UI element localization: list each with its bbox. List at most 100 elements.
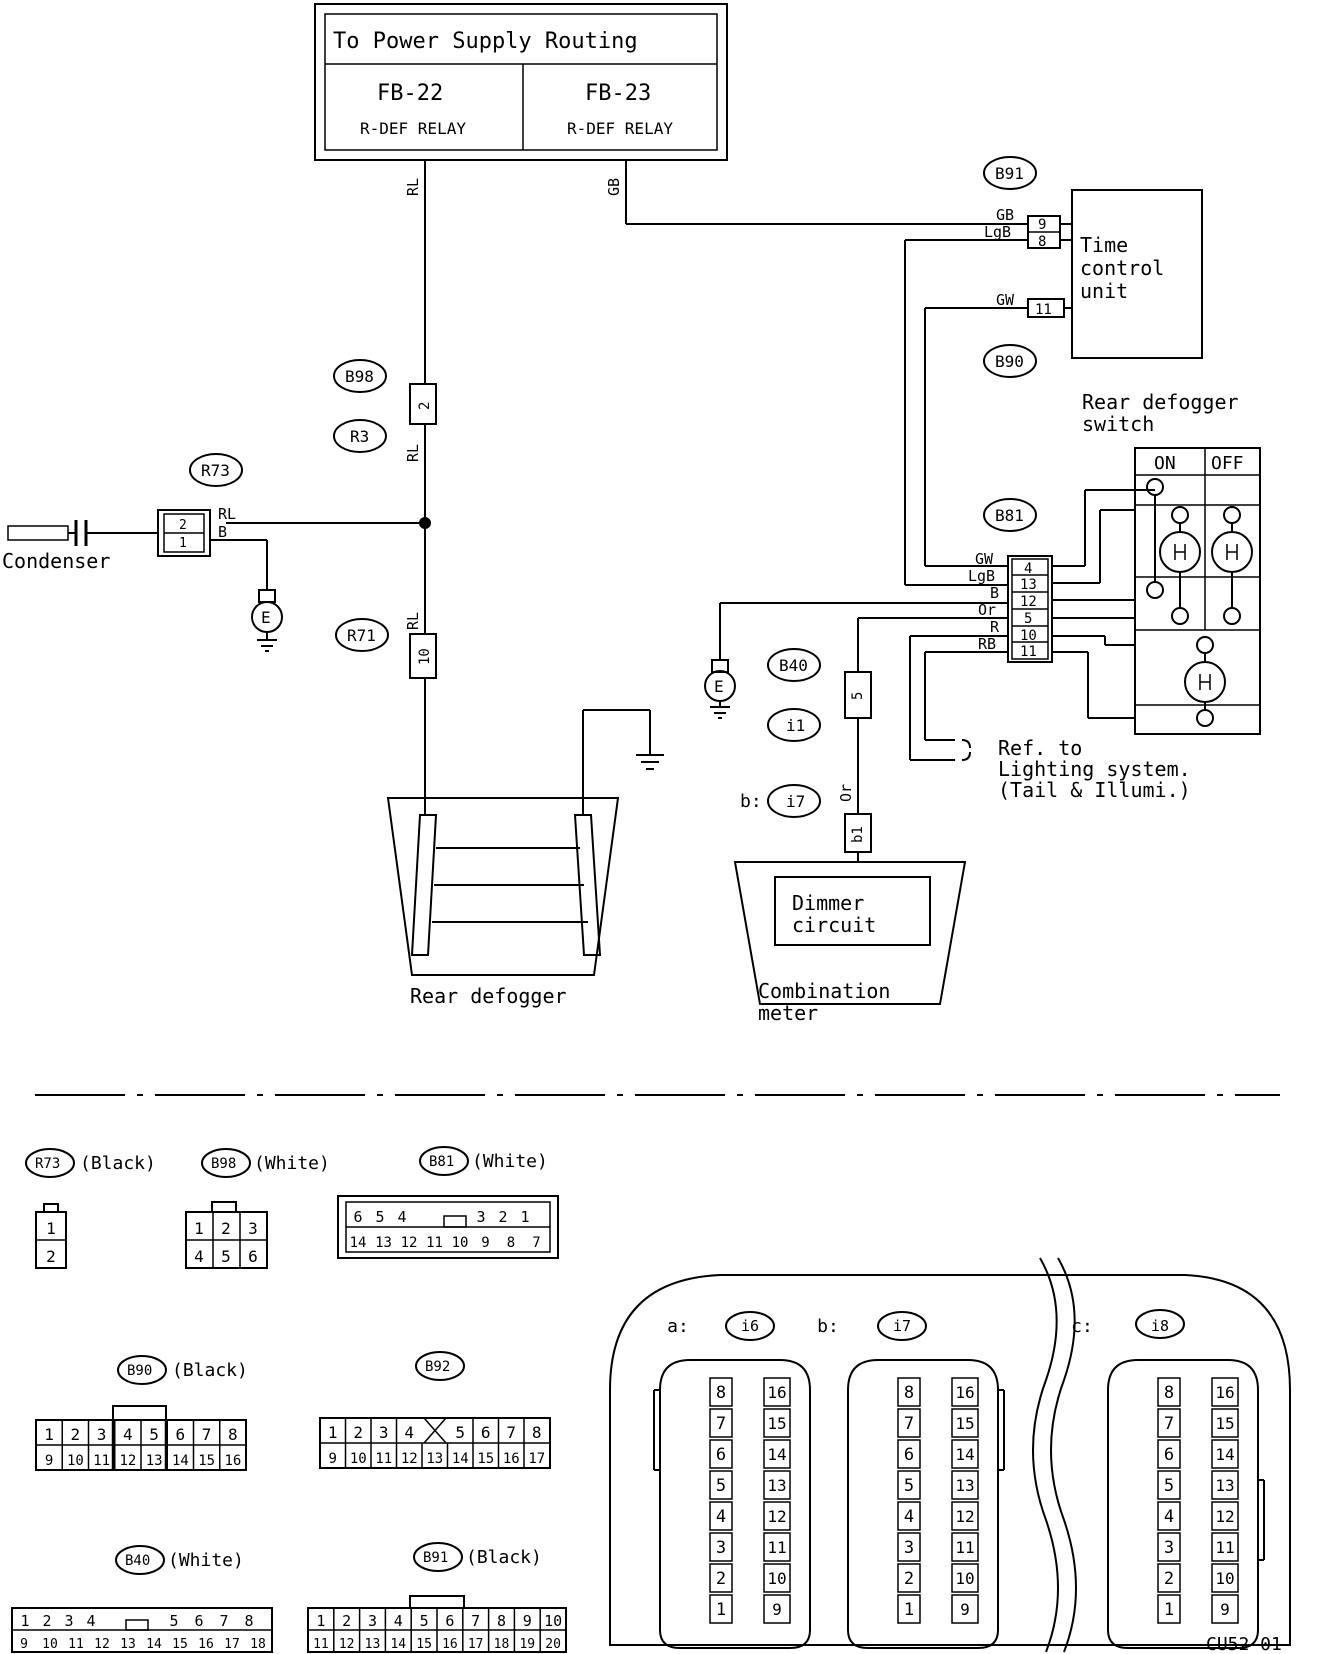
legend-i-cell: [951, 1532, 979, 1562]
code-i7-prefix: b:: [740, 791, 762, 812]
combination-meter-label-2: meter: [758, 1001, 818, 1025]
b81-connector: [1007, 555, 1053, 663]
wire-lgb-b91: LgB: [984, 223, 1011, 241]
legend-b90-pin-10: 10: [67, 1453, 84, 1469]
b81-pin-10: 10: [1020, 628, 1037, 644]
condenser-label: Condenser: [2, 549, 110, 573]
legend-b40-pin: 7: [219, 1612, 228, 1630]
legend-i-cell: [1211, 1470, 1239, 1500]
ground-e-b81: E: [714, 677, 724, 696]
legend-i-pin: 6: [716, 1445, 726, 1465]
legend-b40-pin: 6: [194, 1612, 203, 1630]
legend-b91-pin-5: 5: [420, 1612, 429, 1630]
legend-i-cell: [1211, 1439, 1239, 1469]
b91-pin-11: 11: [1035, 302, 1052, 318]
legend-i-cell: [897, 1594, 921, 1624]
legend-i-pin: 3: [1164, 1538, 1174, 1558]
legend-r73-pin: 1: [46, 1219, 56, 1238]
legend-b91-pin-18: 18: [494, 1637, 510, 1652]
legend-i-cell: [1157, 1377, 1181, 1407]
legend-b90-code: B90: [127, 1363, 152, 1379]
legend-b98-pin: 6: [248, 1247, 258, 1266]
legend-b91-pin-11: 11: [313, 1637, 329, 1652]
legend-i-cell: [1211, 1377, 1239, 1407]
ref-label-2: Lighting system.: [998, 757, 1191, 781]
legend-i-pin: 5: [1164, 1476, 1174, 1496]
fb22-sub-label: R-DEF RELAY: [360, 119, 466, 138]
tcu-label-1: Time: [1080, 233, 1128, 257]
legend-i-pin: 8: [1164, 1383, 1174, 1403]
legend-i-cell: [897, 1532, 921, 1562]
ground-e-condenser: E: [261, 608, 271, 627]
legend-i-pin: 2: [904, 1569, 914, 1589]
power-supply-box: [314, 3, 728, 161]
legend-b90-pin-9: 9: [45, 1453, 53, 1469]
legend-i-cell: [1157, 1532, 1181, 1562]
legend-i-cell: [1211, 1501, 1239, 1531]
legend-i-pin: 10: [955, 1569, 974, 1588]
legend-b98-pin: 2: [221, 1219, 231, 1238]
legend-b91-pin-7: 7: [471, 1612, 480, 1630]
legend-b40-pin: 3: [64, 1612, 73, 1630]
fb23-sub-label: R-DEF RELAY: [567, 119, 673, 138]
legend-i-cell: [763, 1532, 791, 1562]
legend-i-pin: 6: [904, 1445, 914, 1465]
legend-i-cell: [709, 1408, 733, 1438]
legend-b91-pin-8: 8: [497, 1612, 506, 1630]
legend-i-cell: [709, 1377, 733, 1407]
ref-label-1: Ref. to: [998, 736, 1082, 760]
legend-i-prefix: b:: [817, 1316, 839, 1337]
dimmer-circuit-box: [774, 876, 931, 946]
legend-b81-pin: 6: [353, 1208, 362, 1226]
legend-b81-pin: 4: [397, 1208, 406, 1226]
legend-i-cell: [951, 1594, 979, 1624]
legend-i-cell: [951, 1439, 979, 1469]
legend-b92-pin-4: 4: [404, 1423, 414, 1442]
legend-b90-pin-1: 1: [44, 1425, 54, 1444]
legend-b90-pin-8: 8: [228, 1425, 238, 1444]
r71-connector-pin: [409, 633, 437, 679]
legend-i-cell: [1211, 1594, 1239, 1624]
legend-b91-title: (Black): [466, 1547, 542, 1568]
figure-code: CU52-01: [1206, 1634, 1282, 1654]
legend-i-pin: 1: [904, 1600, 914, 1620]
legend-i-pin: 6: [1164, 1445, 1174, 1465]
legend-b98-pin: 4: [194, 1247, 204, 1266]
legend-i-pin: 11: [767, 1538, 786, 1557]
legend-i-cell: [1211, 1563, 1239, 1593]
b81-pin-13: 13: [1020, 577, 1037, 593]
legend-b81-pin: 9: [481, 1235, 489, 1251]
wire-lgb-b81: LgB: [968, 567, 995, 585]
legend-i-pin: 5: [716, 1476, 726, 1496]
legend-b91-pin-13: 13: [365, 1637, 381, 1652]
legend-i-cell: [1211, 1408, 1239, 1438]
fb22-label: FB-22: [377, 81, 443, 106]
legend-b92-pin-3: 3: [379, 1423, 389, 1442]
legend-i-cell: [897, 1470, 921, 1500]
legend-b81-pin: 10: [452, 1235, 469, 1251]
legend-b90-pin-5: 5: [149, 1425, 159, 1444]
code-b90: B90: [995, 352, 1024, 371]
legend-i-pin: 14: [955, 1445, 974, 1464]
legend-i-cell: [1157, 1470, 1181, 1500]
code-b81: B81: [995, 506, 1024, 525]
legend-b40-pin: 14: [146, 1637, 162, 1652]
legend-b40-pin: 4: [86, 1612, 95, 1630]
legend-b81-pin: 2: [498, 1208, 507, 1226]
legend-b90-pin-15: 15: [198, 1453, 215, 1469]
legend-b40-pin: 16: [198, 1637, 214, 1652]
legend-i-cell: [709, 1563, 733, 1593]
legend-b98-pin: 1: [194, 1219, 204, 1238]
legend-i-cell: [763, 1563, 791, 1593]
legend-i-cell: [897, 1408, 921, 1438]
legend-b40-pin: 10: [42, 1637, 58, 1652]
legend-i-pin: 10: [1215, 1569, 1234, 1588]
legend-i-pin: 13: [955, 1476, 974, 1495]
legend-i-pin: 1: [1164, 1600, 1174, 1620]
legend-b90-pin-7: 7: [202, 1425, 212, 1444]
legend-b81-title: (White): [472, 1151, 548, 1172]
legend-b40-code: B40: [125, 1553, 150, 1569]
legend-b81-pin: 11: [426, 1235, 443, 1251]
legend-b92-code: B92: [425, 1359, 450, 1375]
legend-b81-pin: 1: [520, 1208, 529, 1226]
